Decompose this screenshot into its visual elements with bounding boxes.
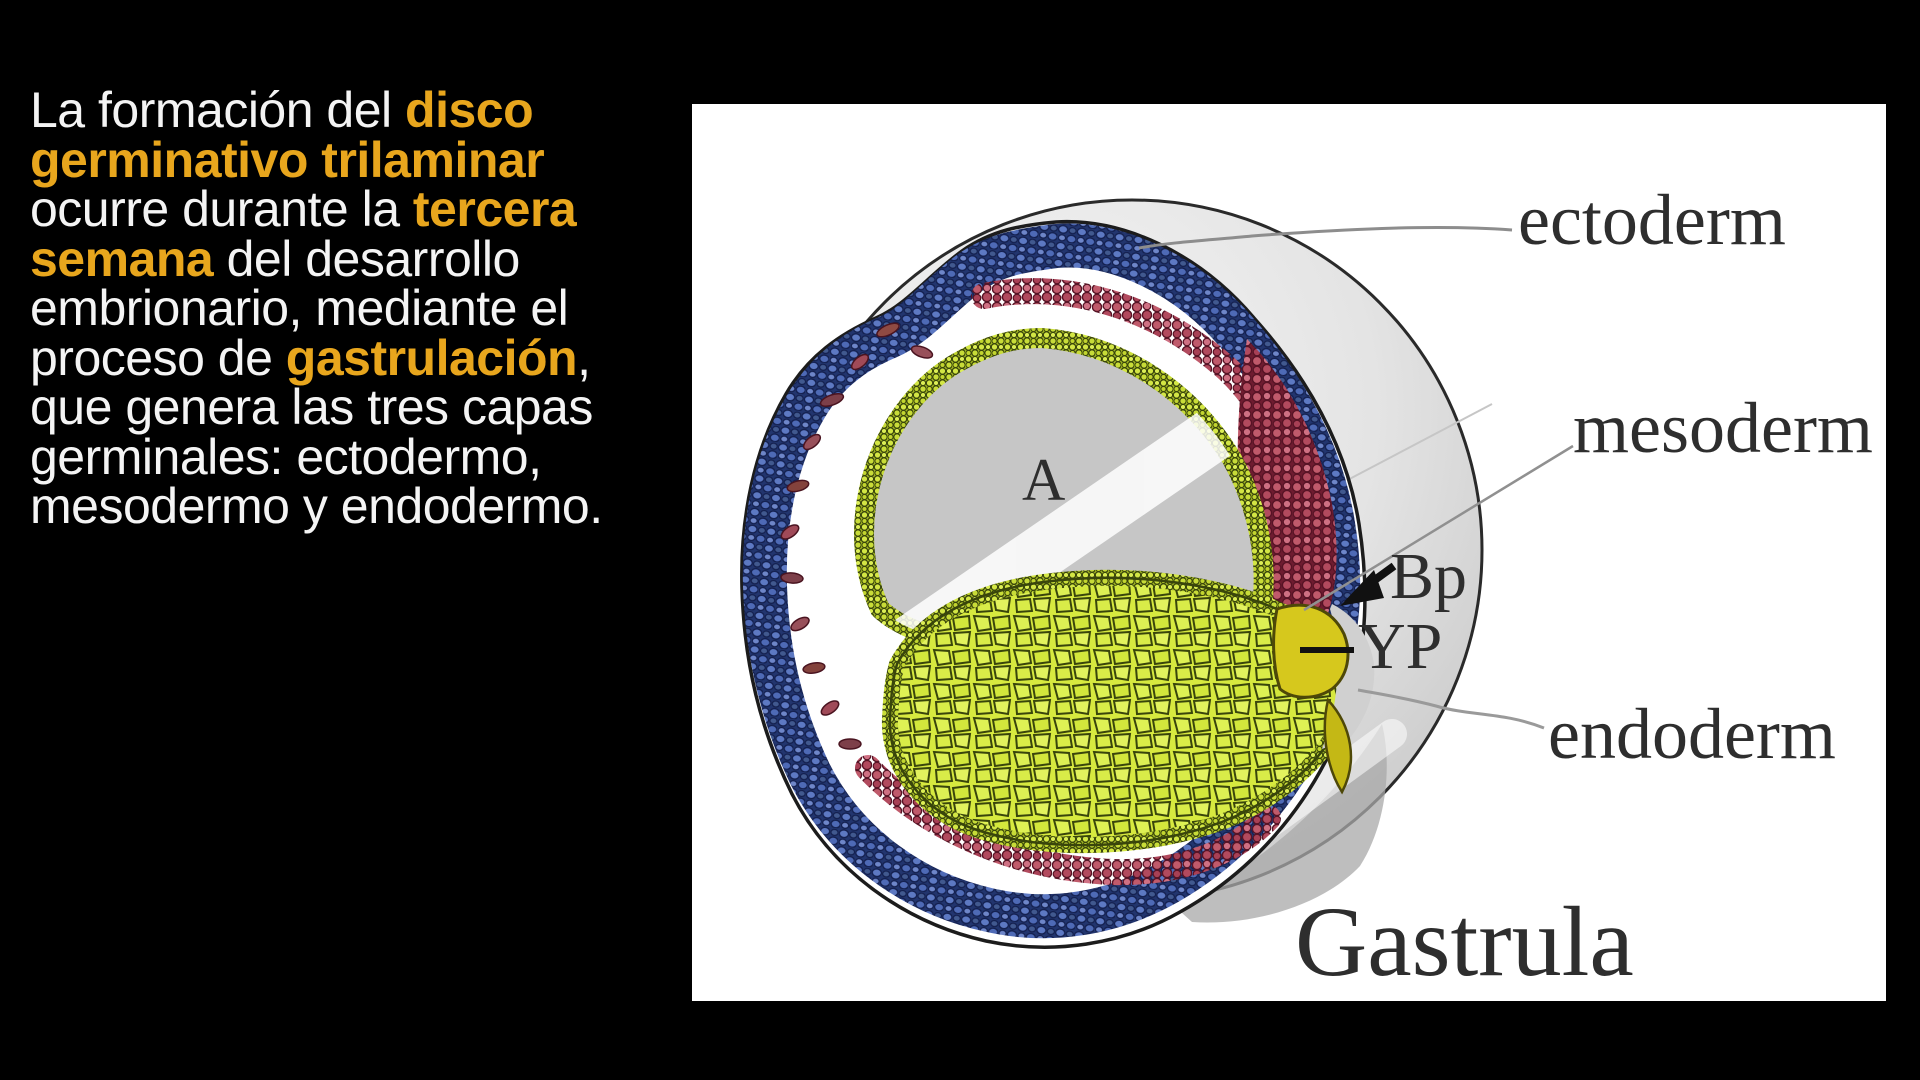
- gastrula-figure-panel: A ectoderm mesoderm Bp YP endoderm Gastr…: [692, 104, 1886, 1001]
- label-archenteron: A: [1022, 447, 1065, 513]
- gastrula-diagram: A ectoderm mesoderm Bp YP endoderm Gastr…: [740, 180, 1873, 997]
- label-endoderm: endoderm: [1548, 694, 1836, 774]
- label-mesoderm: mesoderm: [1573, 388, 1873, 468]
- intro-paragraph: La formación del disco germinativo trila…: [30, 82, 603, 534]
- mesoderm-layer-bottom: [855, 755, 1281, 886]
- blastopore-arrow-icon: [1340, 562, 1397, 606]
- ectoderm-leader-line: [1138, 226, 1513, 250]
- figure-title: Gastrula: [1295, 886, 1634, 997]
- yolk-plug-tail: [1323, 697, 1353, 795]
- label-blastopore: Bp: [1390, 540, 1467, 613]
- endoderm-leader-line: [1357, 688, 1545, 730]
- mesoderm-leader-line: [1303, 444, 1574, 612]
- mesoderm-scattered-cells: [780, 322, 934, 750]
- sphere-crease-line: [1339, 403, 1493, 485]
- label-ectoderm: ectoderm: [1518, 180, 1786, 260]
- label-yolk-plug: YP: [1358, 610, 1442, 683]
- sphere-shadow: [1172, 724, 1387, 923]
- endoderm-yolk-mass: [889, 577, 1348, 846]
